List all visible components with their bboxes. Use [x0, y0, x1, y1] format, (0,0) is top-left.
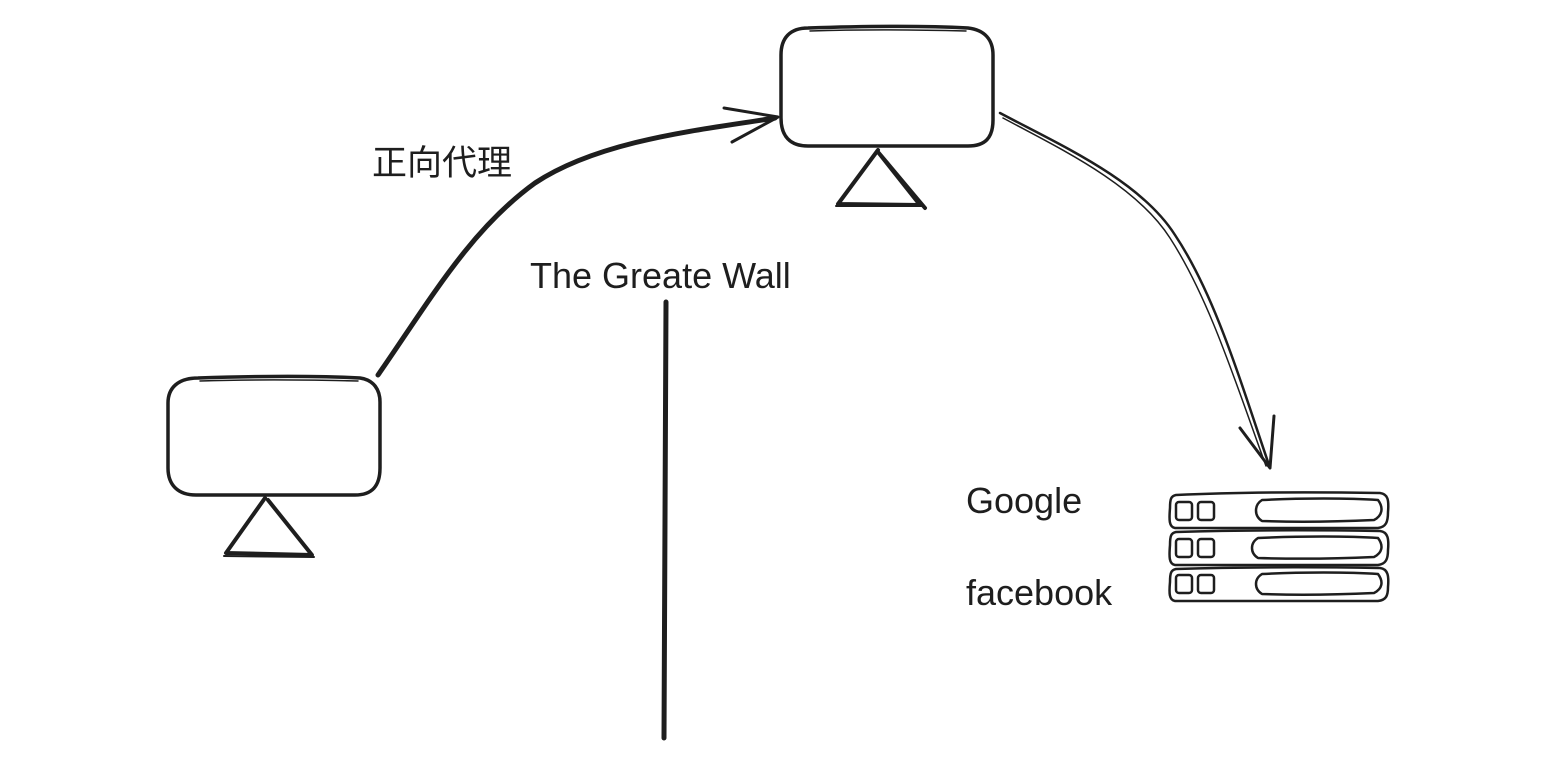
server-stack-icon [1168, 491, 1390, 603]
great-wall-label: The Greate Wall [530, 255, 791, 296]
google-label: Google [966, 480, 1083, 521]
forward-proxy-label: 正向代理 [372, 144, 513, 184]
great-wall-line [661, 299, 669, 741]
facebook-label: facebook [966, 572, 1113, 613]
server-unit-icon [1168, 529, 1390, 567]
forward-proxy-arrow [375, 106, 780, 378]
server-unit-icon [1168, 566, 1390, 603]
proxy-to-servers-arrow [998, 111, 1276, 470]
proxy-monitor-icon [779, 24, 995, 210]
server-unit-icon [1168, 491, 1390, 530]
client-monitor-icon [166, 374, 382, 558]
